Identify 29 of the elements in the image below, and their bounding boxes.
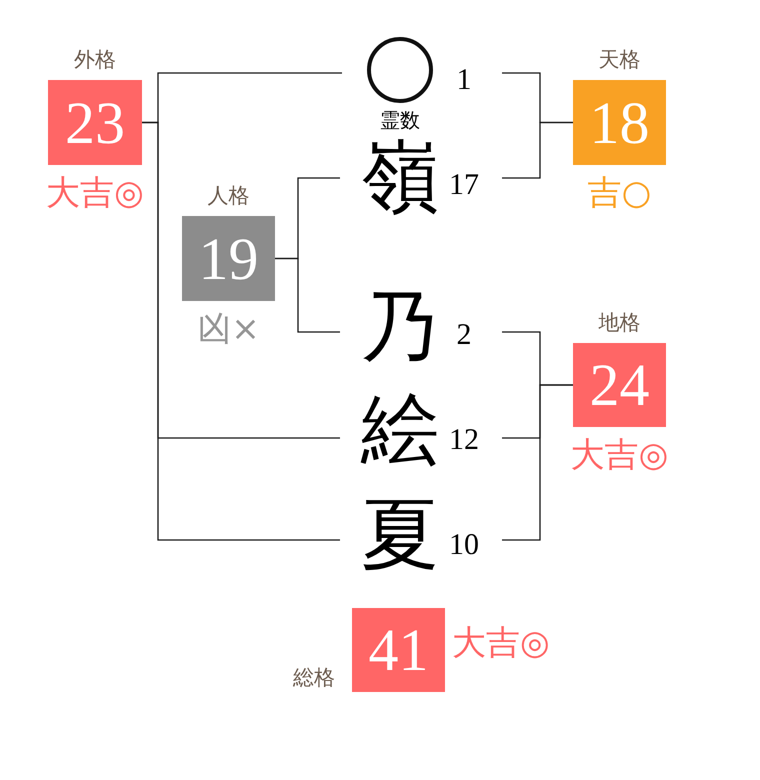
- fortune-label: 凶×: [197, 312, 260, 346]
- name-character: 絵: [361, 391, 439, 469]
- caption-label: 霊数: [380, 110, 420, 130]
- connector-line: [142, 122, 340, 541]
- stroke-count: 2: [456, 320, 472, 350]
- score-box: 18: [573, 80, 666, 165]
- name-character: 乃: [361, 288, 439, 366]
- score-heading: 総格: [293, 668, 335, 688]
- score-heading: 外格: [74, 50, 116, 70]
- fortune-label: 大吉◎: [46, 176, 144, 210]
- stroke-count: 12: [449, 425, 479, 455]
- score-box: 41: [352, 608, 445, 692]
- stroke-count: 1: [456, 65, 472, 95]
- stroke-count: 17: [449, 170, 479, 200]
- score-heading: 地格: [598, 312, 640, 334]
- name-character: 夏: [361, 496, 439, 574]
- stroke-count: 10: [449, 530, 479, 560]
- fortune-label: 大吉◎: [452, 626, 550, 660]
- score-heading: 人格: [208, 186, 250, 206]
- fortune-label: 吉○: [588, 176, 652, 210]
- fortune-label: 大吉◎: [570, 438, 668, 472]
- score-box: 24: [573, 343, 666, 427]
- name-character: 嶺: [361, 138, 439, 216]
- connector-line: [502, 384, 573, 541]
- connector-line: [275, 258, 340, 333]
- score-box: 19: [182, 216, 275, 301]
- score-box: 23: [48, 80, 142, 165]
- connector-line: [502, 122, 573, 179]
- score-heading: 天格: [598, 50, 640, 70]
